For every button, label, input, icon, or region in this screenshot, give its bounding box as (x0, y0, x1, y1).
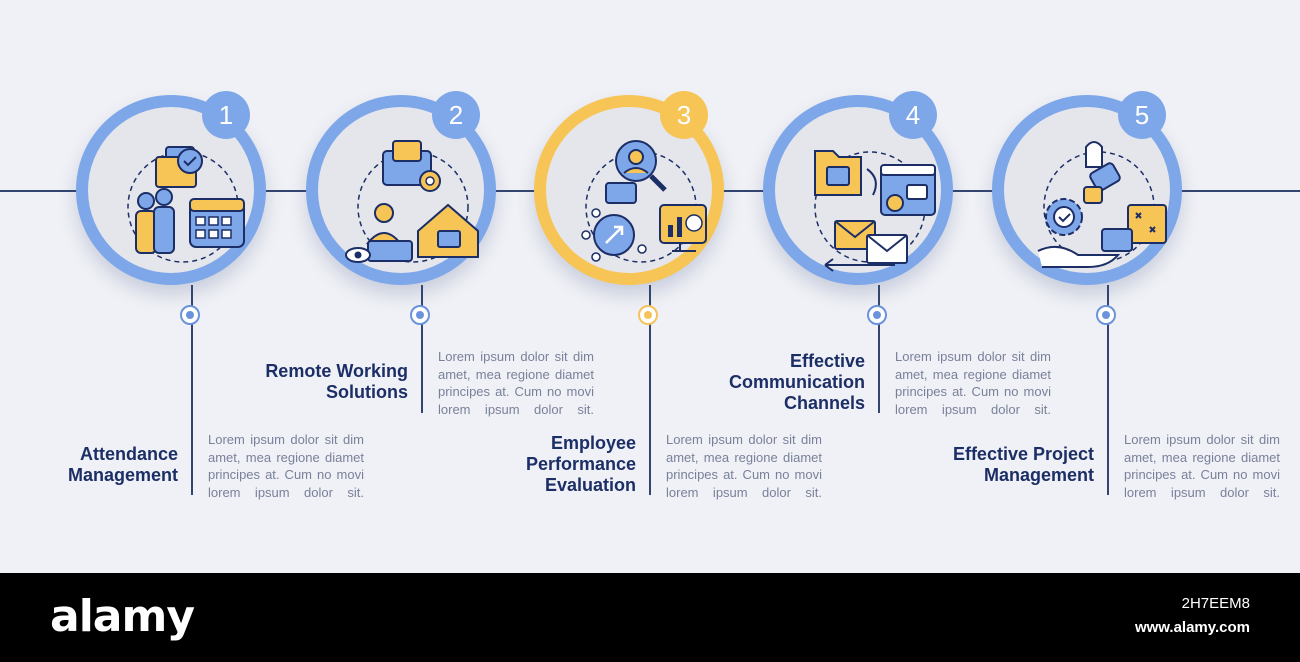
step-number-badge: 4 (889, 91, 937, 139)
timeline-dot (638, 305, 658, 325)
image-id: 2H7EEM8 (1181, 595, 1250, 612)
connector-line (421, 285, 423, 413)
step-description: Lorem ipsum dolor sit dim amet, mea regi… (208, 432, 364, 500)
step-number-badge: 1 (202, 91, 250, 139)
step-number-badge: 5 (1118, 91, 1166, 139)
communication-mail-exchange-icon (814, 150, 936, 272)
timeline-dot (180, 305, 200, 325)
connector-line (191, 285, 193, 495)
timeline-dot (1096, 305, 1116, 325)
remote-work-laptop-home-icon (345, 140, 479, 263)
connector-line (878, 285, 880, 413)
step-description: Lorem ipsum dolor sit dim amet, mea regi… (895, 349, 1051, 417)
alamy-logo: alamy (50, 591, 195, 642)
connector-line (1107, 285, 1109, 495)
step-description: Lorem ipsum dolor sit dim amet, mea regi… (666, 432, 822, 500)
step-number-badge: 2 (432, 91, 480, 139)
connector-line (649, 285, 651, 495)
step-description: Lorem ipsum dolor sit dim amet, mea regi… (1124, 432, 1280, 500)
timeline-dot (410, 305, 430, 325)
project-strategy-gear-icon (1037, 141, 1167, 268)
performance-analytics-icon (581, 140, 707, 263)
step-description: Lorem ipsum dolor sit dim amet, mea regi… (438, 349, 594, 417)
step-circle (992, 95, 1182, 285)
timeline-dot (867, 305, 887, 325)
icon-plate (88, 107, 254, 273)
site-url: www.alamy.com (1134, 619, 1250, 636)
attendance-calendar-team-icon (127, 146, 245, 263)
step-number-badge: 3 (660, 91, 708, 139)
watermark-footer: alamy 2H7EEM8 www.alamy.com (0, 573, 1300, 662)
step-circle (76, 95, 266, 285)
